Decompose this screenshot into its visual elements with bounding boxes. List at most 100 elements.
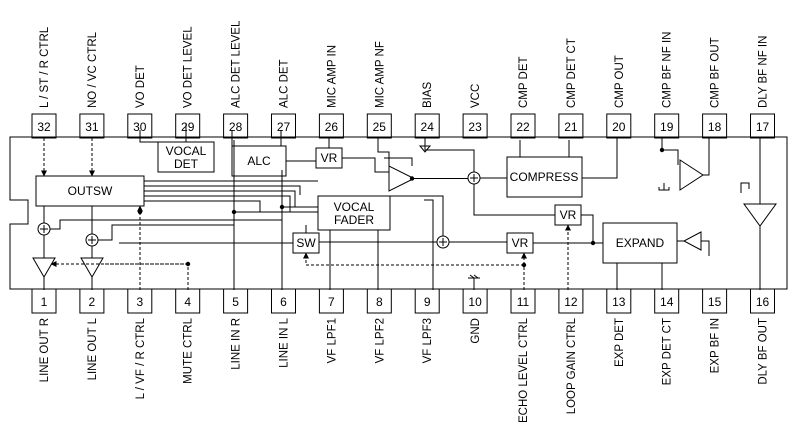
mic-amp: [388, 165, 416, 192]
pin-22: 22 CMP DET: [510, 56, 536, 139]
pin-number: 31: [85, 120, 99, 134]
pin-29: 29 VO DET LEVEL: [175, 26, 201, 139]
junction-dots: [137, 147, 665, 268]
pin-label: DLY BF OUT: [758, 318, 770, 385]
pin-number: 27: [277, 120, 291, 134]
sum-node-mic: [467, 171, 481, 185]
pin-label: EXP DET CT: [662, 318, 674, 385]
sw-block: SW: [292, 232, 320, 254]
pin-label: EXP DET: [614, 318, 626, 367]
vocal-det-block: VOCAL DET: [157, 141, 215, 173]
pin-label: LINE IN R: [231, 318, 243, 370]
pin-31: 31 NO / VC CTRL: [79, 31, 105, 139]
pin-number: 7: [328, 295, 335, 309]
pin-label: NO / VC CTRL: [87, 31, 99, 108]
line-out-r-amp: [32, 257, 56, 278]
svg-text:SW: SW: [296, 236, 316, 250]
pin-number: 8: [376, 295, 383, 309]
pin-label: CMP BF OUT: [710, 37, 722, 108]
pin-number: 22: [516, 120, 530, 134]
pin-label: CMP DET CT: [566, 38, 578, 108]
pin-label: ECHO LEVEL CTRL: [518, 317, 530, 423]
pin-number: 1: [41, 295, 48, 309]
pin-number: 11: [517, 295, 530, 309]
svg-text:ALC: ALC: [247, 154, 271, 168]
compress-block: COMPRESS: [506, 156, 583, 198]
pin-32: 32L / ST / R CTRL: [31, 26, 57, 139]
ic-package-outline: [9, 136, 788, 290]
pin-number: 21: [564, 120, 578, 134]
pin-number: 24: [421, 120, 435, 134]
pin-9: 9VF LPF3: [414, 288, 440, 363]
cmp-buffer-amp: [679, 159, 704, 191]
pin-label: LOOP GAIN CTRL: [566, 317, 578, 414]
svg-text:VOCAL: VOCAL: [334, 200, 375, 214]
svg-text:OUTSW: OUTSW: [68, 184, 113, 198]
pin-label: LINE OUT R: [39, 318, 51, 382]
pin-21: 21 CMP DET CT: [558, 38, 584, 139]
pin-number: 14: [660, 295, 674, 309]
vocal-fader-block: VOCAL FADER: [317, 195, 391, 231]
pin-26: 26 MIC AMP IN: [318, 45, 344, 139]
svg-text:DET: DET: [174, 157, 199, 171]
pin-label: BIAS: [422, 81, 434, 108]
svg-text:VR: VR: [321, 151, 338, 165]
sum-node-fader: [436, 235, 450, 249]
pin-number: 26: [325, 120, 339, 134]
outsw-block: OUTSW: [35, 175, 145, 207]
pin-number: 12: [564, 295, 578, 309]
pin-label: ALC DET: [279, 59, 291, 108]
pin-label: LINE OUT L: [87, 317, 99, 380]
pin-number: 4: [184, 295, 191, 309]
vr-echo-block: VR: [506, 232, 534, 254]
vr-loop-block: VR: [554, 204, 582, 226]
pin-label: CMP BF NF IN: [662, 32, 674, 108]
sum-node-r: [37, 222, 51, 236]
pin-7: 7VF LPF1: [318, 288, 344, 363]
dly-buffer-amp: [743, 203, 777, 227]
pin-number: 25: [373, 120, 387, 134]
pin-19: 19 CMP BF NF IN: [654, 32, 680, 139]
svg-text:VR: VR: [512, 236, 529, 250]
pin-label: L / VF / R CTRL: [135, 317, 147, 399]
pin-label: VO DET: [135, 65, 147, 108]
pin-label: MUTE CTRL: [183, 317, 195, 383]
pin-number: 23: [468, 120, 482, 134]
pin-label: ALC DET LEVEL: [231, 20, 243, 108]
pin-3: 3L / VF / R CTRL: [127, 288, 153, 399]
pin-number: 2: [89, 295, 96, 309]
exp-buffer-amp: [682, 231, 702, 251]
vr-mic-block: VR: [315, 147, 343, 169]
svg-text:VOCAL: VOCAL: [166, 144, 207, 158]
pin-number: 16: [756, 295, 770, 309]
pin-label: GND: [470, 318, 482, 344]
pin-label: VO DET LEVEL: [183, 26, 195, 108]
pin-number: 10: [468, 295, 482, 309]
pin-label: VF LPF2: [374, 318, 386, 363]
pin-number: 19: [660, 120, 674, 134]
pin-number: 29: [181, 120, 195, 134]
pin-label: VCC: [470, 84, 482, 108]
pin-label: MIC AMP IN: [326, 45, 338, 108]
pin-label: CMP DET: [518, 56, 530, 108]
pin-number: 20: [612, 120, 626, 134]
pin-23: 23 VCC: [462, 84, 488, 139]
pin-number: 9: [424, 295, 431, 309]
pin-number: 15: [708, 295, 722, 309]
pin-label: EXP BF IN: [710, 318, 722, 373]
